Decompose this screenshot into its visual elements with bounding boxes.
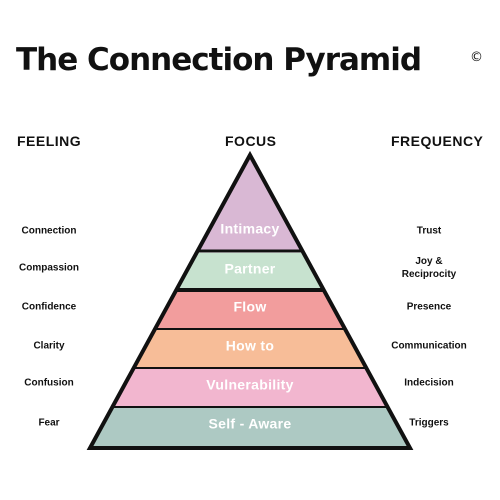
- focus-header: FOCUS: [225, 133, 277, 149]
- tier-flow: [154, 292, 346, 330]
- feeling-label-compassion: Compassion: [18, 262, 79, 274]
- focus-label-intimacy: Intimacy: [220, 221, 279, 237]
- frequency-label-joy-reciprocity: Joy & Reciprocity: [401, 256, 457, 280]
- feeling-label-connection: Connection: [21, 225, 77, 237]
- frequency-header: FREQUENCY: [391, 133, 484, 149]
- tier-self-aware: [90, 408, 410, 448]
- feeling-label-confidence: Confidence: [21, 301, 77, 313]
- tier-vulnerability: [111, 369, 389, 408]
- feeling-header: FEELING: [17, 133, 82, 149]
- tier-partner: [176, 253, 324, 290]
- frequency-label-communication: Communication: [391, 340, 467, 352]
- page-title: The Connection Pyramid: [16, 42, 422, 78]
- focus-label-self-aware: Self - Aware: [209, 416, 292, 432]
- feeling-label-confusion: Confusion: [24, 377, 74, 389]
- copyright-symbol: ©: [470, 50, 483, 65]
- focus-label-flow: Flow: [233, 299, 266, 315]
- tier-intimacy: [198, 155, 302, 250]
- pyramid-outline: [86, 150, 414, 450]
- frequency-label-trust: Trust: [416, 225, 442, 237]
- frequency-label-presence: Presence: [406, 301, 452, 313]
- tier-how-to: [133, 330, 367, 369]
- feeling-label-clarity: Clarity: [33, 340, 65, 352]
- focus-label-vulnerability: Vulnerability: [206, 377, 293, 393]
- feeling-label-fear: Fear: [38, 417, 60, 429]
- focus-label-how-to: How to: [226, 338, 274, 354]
- focus-label-partner: Partner: [224, 261, 275, 277]
- frequency-label-indecision: Indecision: [404, 377, 454, 389]
- frequency-label-triggers: Triggers: [409, 417, 449, 429]
